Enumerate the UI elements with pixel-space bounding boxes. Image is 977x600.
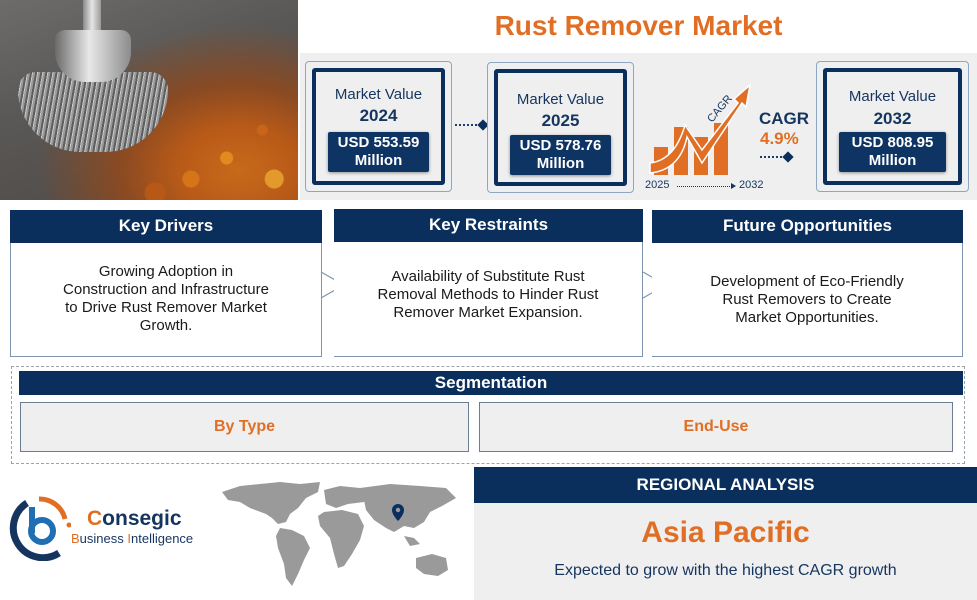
text-line: Development of Eco-Friendly bbox=[710, 273, 904, 290]
segmentation-container bbox=[11, 366, 965, 464]
key-drivers-title: Key Drivers bbox=[10, 210, 322, 243]
future-opportunities-text: Development of Eco-Friendly Rust Remover… bbox=[652, 273, 962, 327]
market-value-card-inner: Market Value 2025 USD 578.76 Million bbox=[494, 69, 627, 186]
segmentation-title: Segmentation bbox=[19, 371, 963, 395]
market-value-amount: USD 808.95 Million bbox=[839, 132, 946, 172]
key-restraints-text: Availability of Substitute Rust Removal … bbox=[334, 268, 642, 322]
market-value-year: 2024 bbox=[359, 106, 398, 125]
market-value-label: Market Value bbox=[516, 91, 605, 108]
market-value-amount-line1: USD 578.76 bbox=[519, 137, 602, 154]
text-line: Market Opportunities. bbox=[735, 309, 879, 326]
text-line: Growth. bbox=[139, 317, 193, 334]
logo-tagline: Business Intelligence bbox=[71, 531, 193, 546]
key-restraints-title: Key Restraints bbox=[334, 209, 643, 242]
key-restraints-body: Availability of Substitute Rust Removal … bbox=[334, 242, 643, 357]
brush-shaft bbox=[83, 0, 101, 36]
future-opportunities-card: Future Opportunities Development of Eco-… bbox=[652, 210, 963, 357]
logo-name: Consegic bbox=[87, 507, 182, 531]
market-value-amount-line1: USD 553.59 bbox=[337, 134, 420, 151]
key-drivers-text: Growing Adoption in Construction and Inf… bbox=[11, 263, 321, 335]
market-value-amount: USD 578.76 Million bbox=[510, 135, 611, 175]
cagr-end-year: 2032 bbox=[739, 179, 764, 191]
text-line: Construction and Infrastructure bbox=[63, 281, 269, 298]
text-line: Growing Adoption in bbox=[98, 263, 234, 280]
world-map bbox=[222, 482, 456, 586]
segment-end-use[interactable]: End-Use bbox=[479, 402, 953, 452]
logo-tagline-rest: ntelligence bbox=[131, 531, 194, 546]
logo-tagline-b: B bbox=[71, 531, 80, 546]
future-opportunities-title: Future Opportunities bbox=[652, 210, 963, 243]
market-value-card-2025: Market Value 2025 USD 578.76 Million bbox=[487, 62, 634, 193]
market-value-card-inner: Market Value 2032 USD 808.95 Million bbox=[823, 68, 962, 185]
connector-line bbox=[760, 156, 786, 158]
key-drivers-card: Key Drivers Growing Adoption in Construc… bbox=[10, 210, 322, 357]
market-value-card-2032: Market Value 2032 USD 808.95 Million bbox=[816, 61, 969, 192]
regional-description: Expected to grow with the highest CAGR g… bbox=[554, 562, 897, 579]
logo-name-rest: onsegic bbox=[102, 507, 182, 530]
market-value-amount: USD 553.59 Million bbox=[328, 132, 429, 172]
text-line: Removal Methods to Hinder Rust bbox=[377, 286, 599, 303]
regional-region-name: Asia Pacific bbox=[641, 516, 810, 549]
brush-wire-bristles bbox=[18, 72, 168, 152]
logo-tagline-mid: usiness bbox=[79, 531, 128, 546]
segment-by-type[interactable]: By Type bbox=[20, 402, 469, 452]
key-drivers-body: Growing Adoption in Construction and Inf… bbox=[10, 243, 322, 357]
text-line: Availability of Substitute Rust bbox=[391, 268, 585, 285]
text-line: Remover Market Expansion. bbox=[393, 304, 583, 321]
market-value-amount-line2: Million bbox=[868, 152, 917, 169]
cagr-growth-chart-icon: CAGR bbox=[649, 83, 752, 175]
page-title: Rust Remover Market bbox=[494, 10, 783, 41]
text-line: Rust Removers to Create bbox=[722, 291, 892, 308]
market-value-year: 2032 bbox=[873, 109, 912, 128]
brush-cup bbox=[55, 30, 131, 82]
cagr-start-year: 2025 bbox=[645, 179, 670, 191]
regional-analysis-body bbox=[474, 503, 977, 600]
market-value-year: 2025 bbox=[541, 111, 580, 130]
hero-photo bbox=[0, 0, 298, 200]
connector-line bbox=[455, 124, 481, 126]
market-value-card-inner: Market Value 2024 USD 553.59 Million bbox=[312, 68, 445, 185]
logo-tagline-i: I bbox=[127, 531, 131, 546]
key-restraints-card: Key Restraints Availability of Substitut… bbox=[334, 209, 643, 357]
market-value-amount-line1: USD 808.95 bbox=[851, 134, 934, 151]
market-value-card-2024: Market Value 2024 USD 553.59 Million bbox=[305, 61, 452, 192]
consegic-logo-icon bbox=[9, 496, 71, 561]
text-line: to Drive Rust Remover Market bbox=[65, 299, 267, 316]
cagr-title: CAGR bbox=[759, 109, 810, 128]
market-value-amount-line2: Million bbox=[354, 152, 403, 169]
cagr-timeline-arrow-icon bbox=[731, 183, 736, 189]
future-opportunities-body: Development of Eco-Friendly Rust Remover… bbox=[652, 243, 963, 357]
logo-initial: C bbox=[87, 507, 103, 530]
market-value-label: Market Value bbox=[848, 88, 937, 105]
location-pin-icon bbox=[392, 504, 404, 521]
regional-analysis-title: REGIONAL ANALYSIS bbox=[474, 467, 977, 503]
cagr-value: 4.9% bbox=[760, 129, 799, 148]
market-value-label: Market Value bbox=[334, 86, 423, 103]
cagr-timeline-line bbox=[677, 186, 732, 187]
market-value-amount-line2: Million bbox=[536, 155, 585, 172]
